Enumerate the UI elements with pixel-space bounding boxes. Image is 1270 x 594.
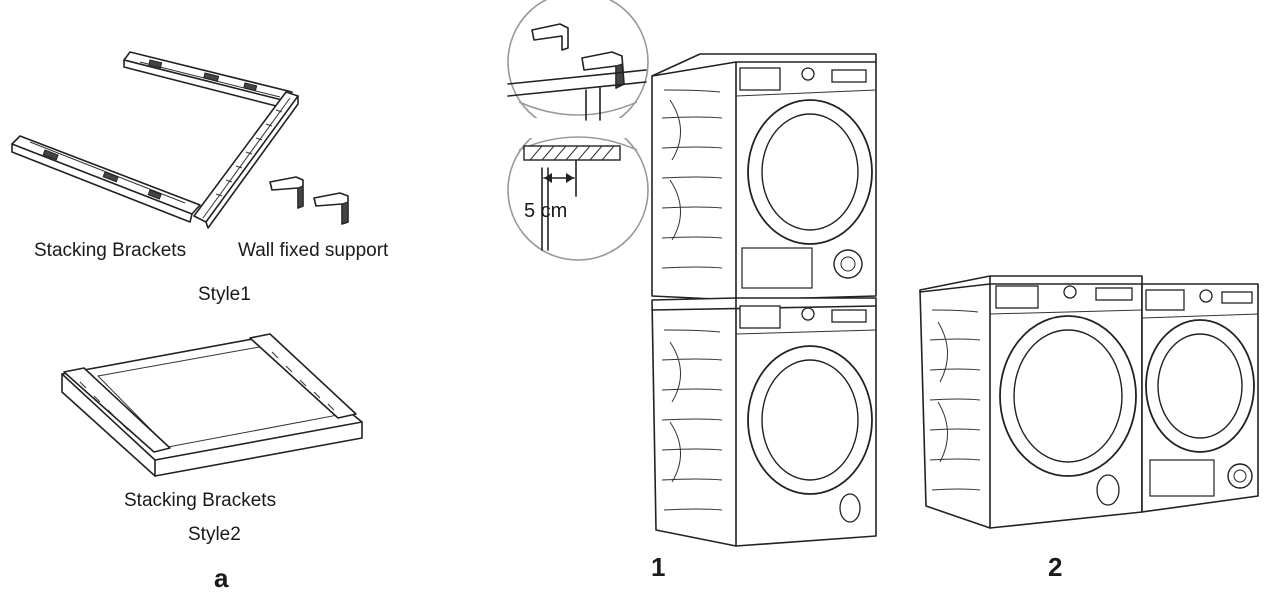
side-by-side-dryer [1141,283,1259,513]
side-by-side-washer [919,275,1143,529]
figure-a-label: a [214,563,229,593]
style1-label: Style1 [198,284,251,305]
style2-label: Style2 [188,524,241,545]
figure-2-label: 2 [1048,552,1063,582]
stacked-dryer-top [651,53,877,301]
stacking-brackets-style2 [61,333,363,477]
wall-fixed-support-label: Wall fixed support [238,240,389,261]
stacking-brackets-style1-label: Stacking Brackets [34,240,187,261]
wall-fixed-support-icon [269,176,349,225]
zoom-detail-circles [507,0,649,261]
stacked-washer-bottom [651,297,877,547]
distance-5cm-label: 5 cm [524,200,568,222]
figure-1-label: 1 [651,552,666,582]
stacking-brackets-style2-label: Stacking Brackets [124,490,277,511]
stacking-brackets-style1 [11,51,299,229]
